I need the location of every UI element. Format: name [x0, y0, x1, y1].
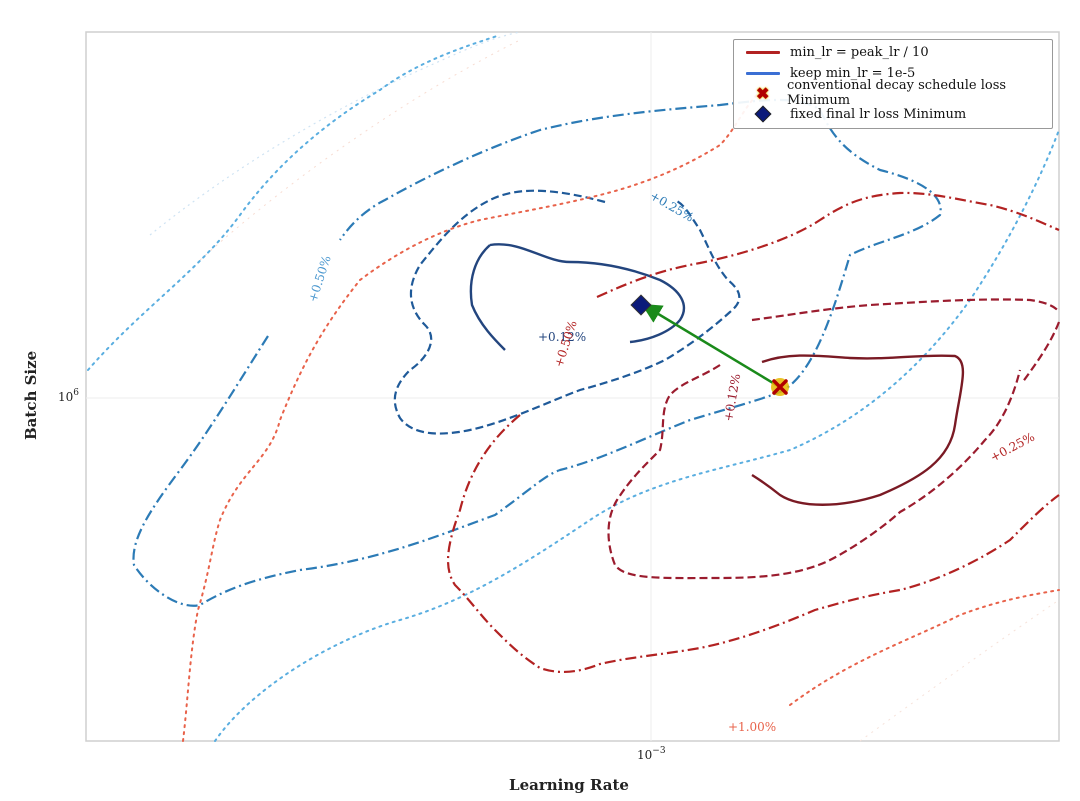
fixed-final-minimum-marker — [630, 294, 652, 316]
legend-item-keep-min-lr: keep min_lr = 1e-5 — [742, 63, 915, 83]
contour-faint-red — [199, 39, 521, 261]
contour-faint-red-2 — [859, 599, 1060, 742]
legend-label: keep min_lr = 1e-5 — [790, 65, 916, 81]
legend: min_lr = peak_lr / 10 keep min_lr = 1e-5… — [733, 39, 1053, 129]
x-marker-icon: ✖ — [756, 84, 770, 103]
contour-red-100 — [182, 91, 1060, 742]
clabel-blue-012: +0.12% — [538, 330, 586, 344]
conventional-minimum-marker — [771, 378, 789, 396]
contour-blue-050 — [87, 34, 1060, 742]
legend-item-min-lr: min_lr = peak_lr / 10 — [742, 42, 929, 62]
contour-blue-inner — [469, 243, 686, 351]
x-tick-label: 10−3 — [637, 746, 666, 762]
y-tick-label: 106 — [58, 388, 80, 404]
plot-area — [85, 31, 1060, 742]
y-axis-title: Batch Size — [22, 350, 40, 440]
clabel-red-100: +1.00% — [728, 720, 776, 734]
contour-faint-blue — [149, 31, 521, 236]
legend-item-fixed-final-minimum: fixed final lr loss Minimum — [742, 104, 966, 124]
legend-label: min_lr = peak_lr / 10 — [790, 44, 929, 60]
contour-blue-012 — [393, 189, 741, 435]
shift-arrow — [641, 303, 779, 388]
legend-label: conventional decay schedule loss Minimum — [787, 78, 1007, 108]
x-axis-title: Learning Rate — [509, 776, 629, 794]
legend-item-conventional-minimum: ✖ conventional decay schedule loss Minim… — [742, 78, 1052, 108]
contour-red-050 — [446, 191, 1060, 674]
legend-label: fixed final lr loss Minimum — [790, 106, 967, 122]
contour-red-025 — [607, 298, 1061, 580]
diamond-marker-icon — [754, 105, 772, 123]
contour-red-inner — [751, 354, 965, 506]
